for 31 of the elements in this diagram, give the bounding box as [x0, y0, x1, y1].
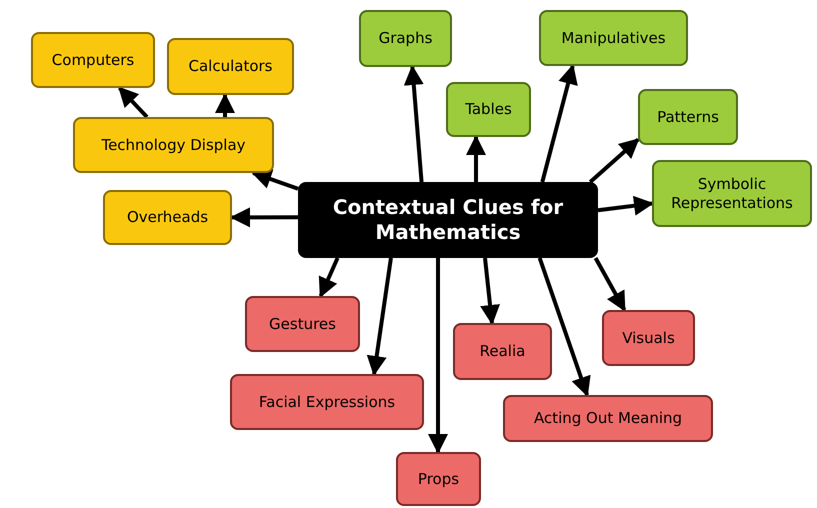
central-topic-box: Contextual Clues for Mathematics — [298, 182, 598, 258]
arrow — [466, 135, 486, 182]
topic-box: Calculators — [167, 38, 294, 95]
topic-box: Gestures — [245, 296, 360, 352]
topic-box: Tables — [446, 82, 531, 137]
arrow — [251, 170, 299, 191]
arrow — [538, 257, 591, 397]
arrow — [594, 257, 626, 312]
topic-box: Visuals — [602, 310, 695, 366]
topic-box: Facial Expressions — [230, 374, 424, 430]
topic-box: Patterns — [638, 89, 738, 145]
topic-box: Acting Out Meaning — [503, 395, 713, 442]
arrow — [588, 138, 640, 184]
arrow — [118, 86, 148, 118]
arrow — [480, 258, 500, 325]
arrow — [366, 258, 393, 376]
arrow — [428, 258, 448, 454]
arrow — [540, 64, 578, 182]
topic-box: Manipulatives — [539, 10, 688, 66]
topic-box: Overheads — [103, 190, 232, 245]
arrow — [404, 65, 424, 182]
topic-box: Graphs — [359, 10, 452, 67]
arrow — [318, 257, 340, 298]
topic-box: Props — [396, 452, 481, 506]
arrow — [598, 196, 654, 216]
topic-box: Symbolic Representations — [652, 160, 812, 227]
topic-box: Computers — [31, 32, 155, 88]
arrow — [230, 207, 298, 228]
arrow — [215, 93, 235, 117]
topic-box: Realia — [453, 323, 552, 380]
topic-box: Technology Display — [73, 117, 274, 173]
